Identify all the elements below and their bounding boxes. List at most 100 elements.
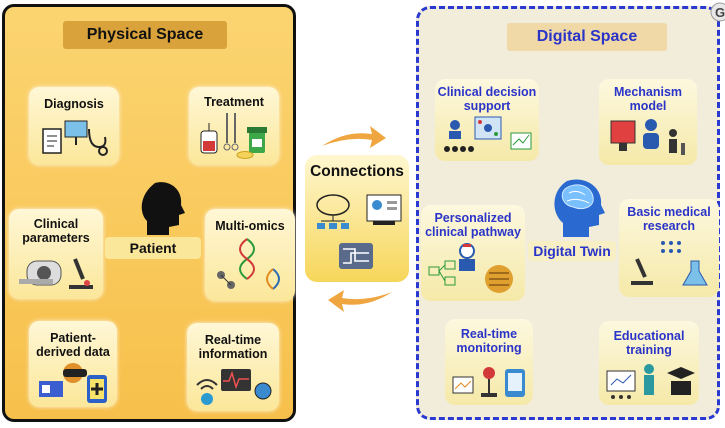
connections-title: Connections	[310, 163, 404, 180]
cds-icons	[444, 116, 532, 152]
group-icon	[444, 146, 474, 152]
card-multi-omics: Multi-omics	[205, 209, 295, 301]
card-multi-omics-label: Multi-omics	[215, 219, 285, 233]
card-monitoring-label-1: Real-time	[460, 327, 518, 341]
card-personalized-clinical-pathway: Personalized clinical pathway	[421, 205, 525, 301]
tablet-icon	[505, 369, 525, 397]
head-silhouette-icon	[141, 182, 185, 235]
monitor-icon	[64, 120, 88, 145]
person-icon	[643, 119, 659, 149]
brain-head-icon	[554, 179, 605, 237]
microscope-icon	[631, 258, 653, 285]
card-treatment-label: Treatment	[204, 95, 264, 109]
researcher-icon	[669, 129, 685, 155]
card-treatment: Treatment	[189, 87, 279, 165]
card-realtime-monitoring: Real-time monitoring	[445, 319, 533, 405]
connections-icons	[316, 194, 402, 269]
basic-research-icons	[631, 241, 708, 286]
card-pathway-label-1: Personalized	[434, 211, 512, 225]
physical-space-title: Physical Space	[63, 21, 227, 49]
realtime-info-icons	[196, 369, 272, 405]
mechanism-icons	[610, 119, 685, 155]
chart-icon	[510, 132, 532, 150]
multi-omics-icons	[217, 238, 280, 290]
card-patient-derived-label-2: derived data	[36, 345, 110, 359]
network-icon	[474, 116, 502, 140]
connections-box: Connections	[305, 155, 409, 282]
card-mechanism-label-1: Mechanism	[613, 85, 683, 99]
mri-scanner-icon	[19, 260, 62, 286]
monitor-icon	[610, 120, 636, 151]
monitor-icon	[221, 369, 251, 391]
flask-icon	[682, 260, 708, 286]
card-realtime-info-label-1: Real-time	[204, 333, 262, 347]
card-basic-research-label-1: Basic medical	[627, 205, 711, 219]
dna-icon	[239, 238, 255, 280]
brain-chip-icon	[485, 265, 513, 293]
arrow-right-icon	[322, 126, 386, 148]
arrow-left-icon	[328, 290, 392, 312]
card-diagnosis: Diagnosis	[29, 87, 119, 165]
iv-bag-icon	[200, 123, 218, 154]
circuit-icon	[339, 243, 373, 269]
pill-bottle-icon	[247, 127, 267, 153]
dot-grid-icon	[661, 241, 681, 253]
whiteboard-icon	[606, 370, 636, 399]
card-clinical-parameters-label-1: Clinical	[33, 217, 79, 231]
card-clinical-decision-support: Clinical decision support	[435, 79, 539, 161]
card-educational-training: Educational training	[599, 321, 699, 405]
patient-derived-icons	[39, 363, 107, 403]
card-education-label-2: training	[626, 343, 672, 357]
dna-icon	[266, 268, 280, 290]
card-clinical-parameters-label-2: parameters	[22, 231, 90, 245]
pill-icon	[236, 151, 254, 159]
card-realtime-info-label-2: information	[198, 347, 268, 361]
digital-space-panel: Digital Space Clinical decision support …	[416, 6, 720, 420]
pathway-icons	[428, 243, 513, 293]
graduation-cap-icon	[667, 367, 695, 395]
card-pathway-label-2: clinical pathway	[425, 225, 521, 239]
watch-icon	[254, 382, 272, 400]
smartphone-icon	[87, 375, 107, 403]
document-icon	[42, 128, 62, 154]
scissors-icon	[223, 113, 239, 151]
dashboard-icon	[366, 194, 402, 225]
card-mechanism-label-2: model	[629, 99, 667, 113]
physical-space-panel: Physical Space Diagnosis Treatment Clini…	[2, 4, 296, 422]
teacher-icon	[644, 364, 654, 395]
card-basic-medical-research: Basic medical research	[619, 199, 719, 297]
wifi-icon	[196, 379, 218, 405]
vr-headset-icon	[63, 363, 87, 383]
doctor-icon	[459, 243, 475, 271]
id-card-icon	[39, 381, 63, 397]
card-cds-label-2: support	[463, 99, 511, 113]
card-education-label-1: Educational	[613, 329, 685, 343]
clinical-parameters-icons	[19, 258, 93, 289]
molecule-icon	[217, 271, 235, 289]
chart-icon	[452, 376, 474, 394]
card-realtime-information: Real-time information	[187, 323, 279, 411]
card-cds-label-1: Clinical decision	[437, 85, 537, 99]
education-icons	[606, 364, 695, 399]
card-diagnosis-label: Diagnosis	[44, 97, 104, 111]
diagnosis-icons	[42, 120, 108, 156]
microscope-icon	[69, 258, 93, 289]
digital-space-title: Digital Space	[507, 23, 667, 51]
digital-twin-label: Digital Twin	[528, 241, 616, 261]
card-clinical-parameters: Clinical parameters	[9, 209, 103, 299]
treatment-icons	[200, 113, 267, 159]
svg-text:G: G	[715, 5, 725, 20]
card-mechanism-model: Mechanism model	[599, 79, 697, 165]
corner-logo-icon: G	[710, 2, 725, 22]
card-basic-research-label-2: research	[642, 219, 696, 233]
card-patient-derived-label-1: Patient-	[50, 331, 96, 345]
satellite-icon	[481, 367, 497, 397]
monitoring-icons	[452, 367, 525, 397]
cloud-network-icon	[316, 194, 350, 229]
patient-label: Patient	[105, 237, 201, 259]
flowchart-icon	[428, 260, 456, 286]
card-monitoring-label-2: monitoring	[456, 341, 522, 355]
stethoscope-icon	[88, 128, 108, 156]
card-patient-derived-data: Patient- derived data	[29, 321, 117, 407]
doctor-icon	[449, 120, 461, 139]
